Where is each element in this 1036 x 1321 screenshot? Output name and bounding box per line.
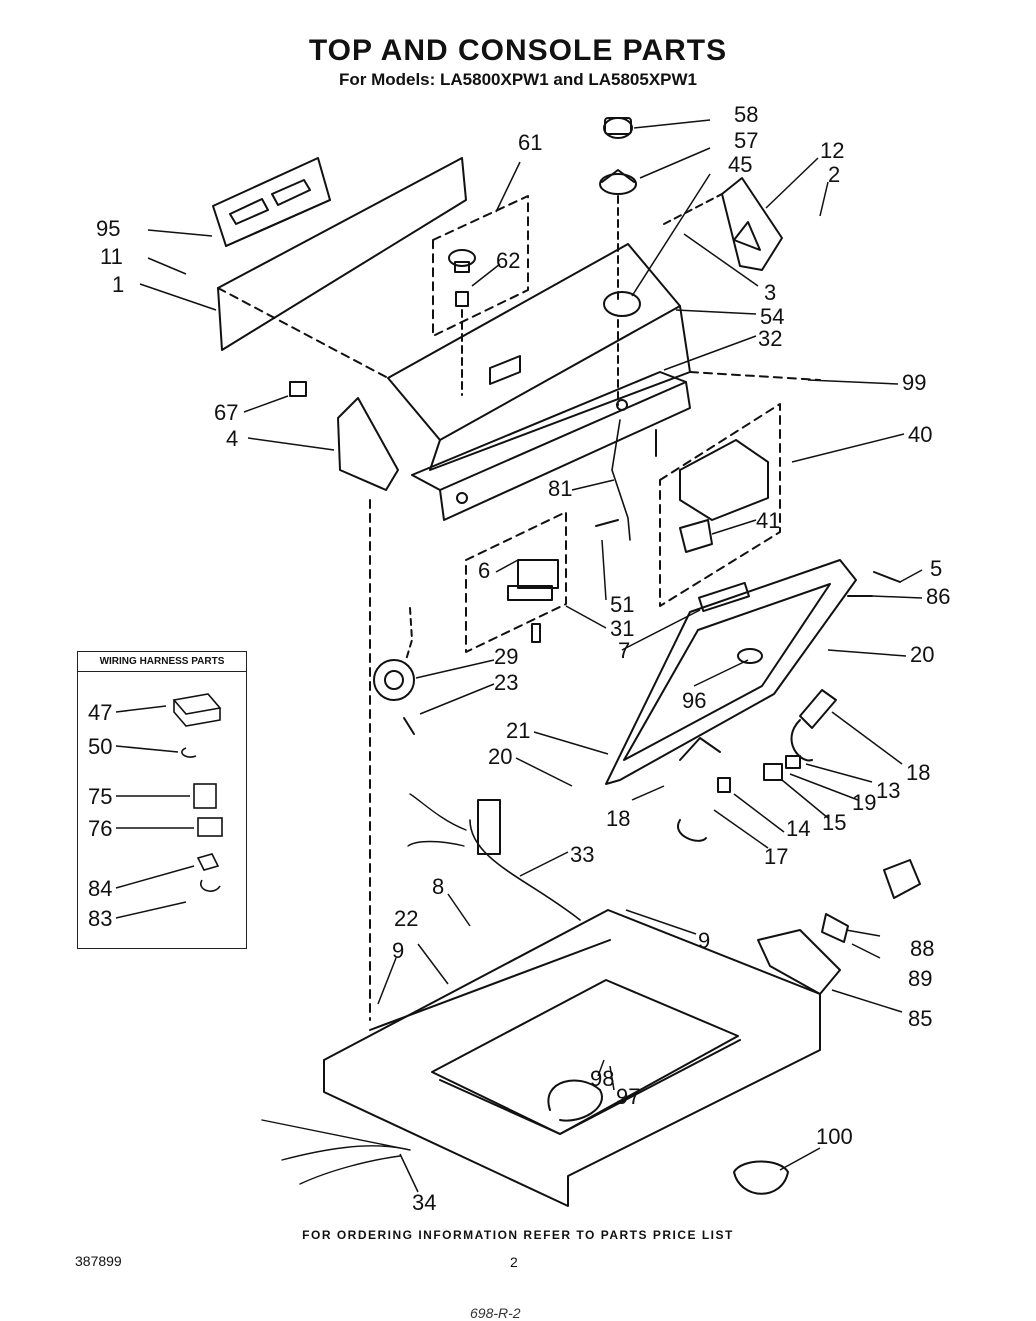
part-label-8: 8 (432, 874, 444, 899)
part-label-50: 50 (88, 734, 112, 759)
part-label-18a: 18 (906, 760, 930, 785)
part-label-1: 1 (112, 272, 124, 297)
part-label-83: 83 (88, 906, 112, 931)
part-label-41: 41 (756, 508, 780, 533)
part-label-88: 88 (910, 936, 934, 961)
part-label-99: 99 (902, 370, 926, 395)
part-label-85: 85 (908, 1006, 932, 1031)
lid-frame-21 (605, 559, 857, 785)
part-label-40: 40 (908, 422, 932, 447)
document-number: 387899 (75, 1253, 122, 1269)
part-label-12: 12 (820, 138, 844, 163)
part-label-57: 57 (734, 128, 758, 153)
part-label-96: 96 (682, 688, 706, 713)
part-label-31: 31 (610, 616, 634, 641)
part-label-75: 75 (88, 784, 112, 809)
part-label-34: 34 (412, 1190, 436, 1215)
ordering-note: FOR ORDERING INFORMATION REFER TO PARTS … (302, 1228, 734, 1242)
part-label-17: 17 (764, 844, 788, 869)
pressure-switch-29 (373, 659, 415, 701)
part-label-4: 4 (226, 426, 238, 451)
part-label-33: 33 (570, 842, 594, 867)
part-label-22: 22 (394, 906, 418, 931)
skirt-57 (599, 173, 637, 195)
part-label-86: 86 (926, 584, 950, 609)
dashed-box-40 (659, 403, 781, 607)
part-label-29: 29 (494, 644, 518, 669)
part-label-84: 84 (88, 876, 112, 901)
bracket-85 (757, 929, 841, 995)
part-label-62: 62 (496, 248, 520, 273)
part-label-14: 14 (786, 816, 810, 841)
page-title: TOP AND CONSOLE PARTS (308, 34, 728, 67)
part-label-97: 97 (616, 1084, 640, 1109)
console-54 (387, 243, 681, 441)
part-label-7: 7 (618, 638, 630, 663)
handwritten-note: 698-R-2 (470, 1305, 521, 1321)
part-label-47: 47 (88, 700, 112, 725)
end-cap-12 (721, 177, 783, 271)
dashed-box-31 (465, 511, 567, 653)
part-label-3: 3 (764, 280, 776, 305)
part-label-9b: 9 (392, 938, 404, 963)
part-label-21: 21 (506, 718, 530, 743)
model-subtitle: For Models: LA5800XPW1 and LA5805XPW1 (338, 70, 698, 89)
part-label-98: 98 (590, 1066, 614, 1091)
part-label-54: 54 (760, 304, 784, 329)
part-label-2: 2 (828, 162, 840, 187)
part-label-5: 5 (930, 556, 942, 581)
part-label-61: 61 (518, 130, 542, 155)
part-label-20b: 20 (488, 744, 512, 769)
part-label-100: 100 (816, 1124, 853, 1149)
part-label-32: 32 (758, 326, 782, 351)
cup-100 (733, 1160, 789, 1195)
part-label-45: 45 (728, 152, 752, 177)
part-label-67: 67 (214, 400, 238, 425)
backsplash-panel-1 (217, 157, 467, 351)
part-label-13: 13 (876, 778, 900, 803)
end-cap-4 (337, 397, 399, 491)
part-label-18b: 18 (606, 806, 630, 831)
part-label-81: 81 (548, 476, 572, 501)
part-label-58: 58 (734, 102, 758, 127)
part-label-15: 15 (822, 810, 846, 835)
rear-bracket-95 (212, 157, 331, 247)
part-label-23: 23 (494, 670, 518, 695)
part-label-19: 19 (852, 790, 876, 815)
part-label-95: 95 (96, 216, 120, 241)
part-label-89: 89 (908, 966, 932, 991)
part-label-76: 76 (88, 816, 112, 841)
part-label-51: 51 (610, 592, 634, 617)
page-number: 2 (510, 1254, 518, 1270)
top-panel-22 (323, 909, 821, 1207)
part-label-11: 11 (100, 244, 123, 269)
wiring-harness-box: WIRING HARNESS PARTS (77, 651, 247, 949)
wiring-harness-title: WIRING HARNESS PARTS (78, 652, 246, 672)
part-label-9a: 9 (698, 928, 710, 953)
part-label-6: 6 (478, 558, 490, 583)
part-label-20a: 20 (910, 642, 934, 667)
